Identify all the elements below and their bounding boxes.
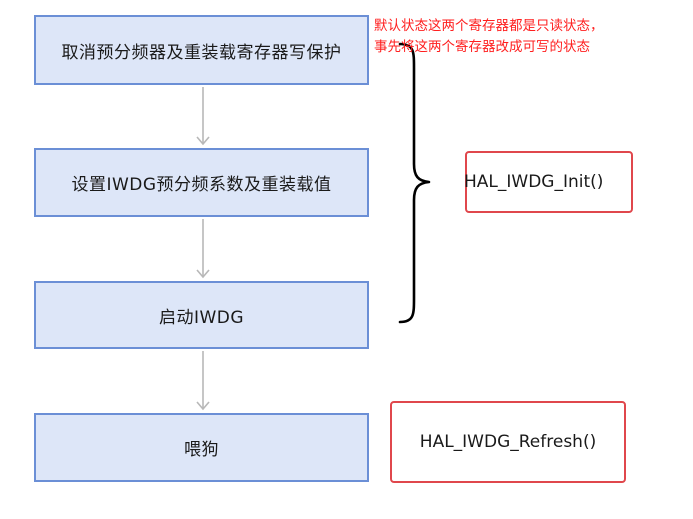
step-label: 设置IWDG预分频系数及重装载值 [71, 175, 332, 195]
step-label: 启动IWDG [158, 307, 245, 328]
step-disable-write-protection: 取消预分频器及重装载寄存器写保护 [34, 15, 369, 85]
flow-arrow [196, 87, 210, 146]
write-protection-note: 默认状态这两个寄存器都是只读状态， 事先将这两个寄存器改成可写的状态 [374, 16, 690, 58]
flow-arrow [196, 219, 210, 279]
note-line-2: 事先将这两个寄存器改成可写的状态 [374, 39, 590, 55]
function-box-refresh: HAL_IWDG_Refresh() [390, 401, 626, 483]
step-label: 喂狗 [184, 440, 219, 460]
curly-brace [396, 42, 432, 328]
step-label: 取消预分频器及重装载寄存器写保护 [61, 42, 342, 63]
step-feed-dog: 喂狗 [34, 413, 369, 482]
flow-arrow [196, 351, 210, 411]
function-box-init: HAL_IWDG_Init() [464, 151, 633, 213]
step-set-prescaler-reload: 设置IWDG预分频系数及重装载值 [34, 148, 369, 217]
function-name-refresh: HAL_IWDG_Refresh() [419, 432, 597, 452]
note-line-1: 默认状态这两个寄存器都是只读状态， [374, 18, 604, 34]
step-start-iwdg: 启动IWDG [34, 281, 369, 349]
function-name-init: HAL_IWDG_Init() [464, 172, 604, 192]
